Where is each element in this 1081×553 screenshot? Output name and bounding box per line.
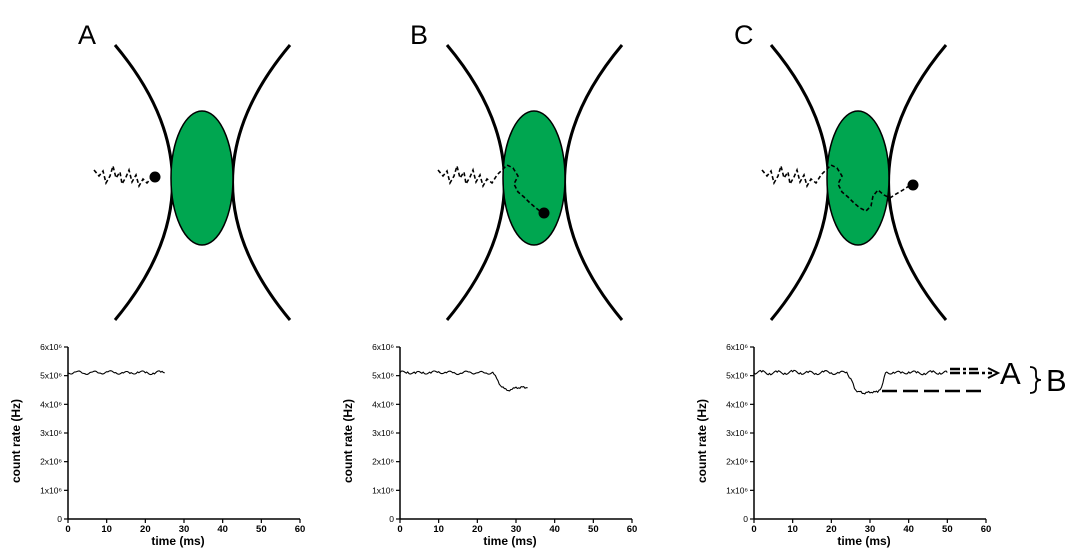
panel-b-y-axis-title: count rate (Hz)	[341, 399, 355, 483]
panel-a-y-tick-label: 1x10⁶	[40, 485, 62, 495]
panel-c-x-tick-label: 20	[826, 524, 837, 535]
panel-a-x-tick-label: 40	[217, 524, 228, 535]
panel-a-count-rate-chart: 0 10 20 30 40 50 60 0 1x10⁶ 2x10⁶ 3x10⁶ 4x10⁶ 5x10⁶ 6…	[9, 342, 305, 548]
panel-a-y-tick-label: 3x10⁶	[40, 428, 62, 438]
panel-b-diagram: B	[410, 20, 624, 321]
panel-a-molecule	[149, 171, 161, 183]
lower-level-label: B	[1046, 363, 1067, 398]
panel-a-y-tick-label: 6x10⁶	[40, 342, 62, 352]
panel-b-molecule	[538, 207, 550, 219]
panel-c-y-tick-label: 4x10⁶	[726, 399, 748, 409]
panel-a-beam-right	[231, 44, 292, 321]
panel-a-y-tick-label: 5x10⁶	[40, 371, 62, 381]
panel-b-y-tick-label: 4x10⁶	[372, 399, 394, 409]
panel-b-y-tick-label: 3x10⁶	[372, 428, 394, 438]
panel-a-x-tick-label: 20	[140, 524, 151, 535]
panel-a-y-tick-label: 4x10⁶	[40, 399, 62, 409]
panel-a-diffusion-trajectory	[93, 162, 153, 189]
count-level-annotation: A B	[882, 356, 1067, 398]
panel-a-label: A	[78, 20, 96, 50]
panel-a-x-tick-label: 0	[65, 524, 70, 535]
panel-c-diffusion-trajectory	[761, 162, 910, 212]
panel-b-x-tick-label: 40	[549, 524, 560, 535]
upper-level-arrow-head	[987, 367, 1001, 379]
panel-c-y-tick-label: 2x10⁶	[726, 457, 748, 467]
panel-a-y-tick-label: 2x10⁶	[40, 457, 62, 467]
panel-b-focal-volume	[502, 110, 566, 246]
panel-b-y-tick-label: 0	[389, 514, 394, 524]
panel-b-count-rate-trace	[399, 370, 528, 392]
panel-c-label: C	[734, 20, 754, 50]
panel-c-diagram: C	[734, 20, 948, 321]
panel-c-focal-volume	[826, 110, 890, 246]
panel-b-x-tick-label: 20	[472, 524, 483, 535]
panel-a-y-axis-title: count rate (Hz)	[9, 399, 23, 483]
panel-a-count-rate-trace	[67, 370, 165, 376]
panel-c-y-tick-label: 1x10⁶	[726, 485, 748, 495]
panel-c-y-tick-label: 0	[743, 514, 748, 524]
panel-c-x-tick-label: 10	[787, 524, 798, 535]
panel-c-count-rate-chart: 0 10 20 30 40 50 60 0 1x10⁶ 2x10⁶ 3x10⁶ 4x10⁶ 5x10⁶ 6…	[695, 342, 991, 548]
panel-a-diagram: A	[78, 20, 292, 321]
panel-a-x-tick-label: 10	[101, 524, 112, 535]
panel-c-molecule	[907, 179, 919, 191]
panel-a-x-axis-title: time (ms)	[151, 534, 204, 548]
panel-c-x-tick-label: 40	[903, 524, 914, 535]
panel-c-x-tick-label: 60	[981, 524, 992, 535]
panel-c-y-tick-label: 5x10⁶	[726, 371, 748, 381]
panel-c-count-rate-trace	[753, 369, 948, 395]
panel-b-x-tick-label: 0	[397, 524, 402, 535]
panel-b-x-tick-label: 10	[433, 524, 444, 535]
panel-c-x-tick-label: 30	[865, 524, 876, 535]
panel-c-x-tick-label: 50	[942, 524, 953, 535]
panel-b-x-axis-title: time (ms)	[483, 534, 536, 548]
panel-b-y-tick-label: 6x10⁶	[372, 342, 394, 352]
panel-b-x-tick-label: 60	[627, 524, 638, 535]
panel-b-label: B	[410, 20, 428, 50]
panel-c-x-tick-label: 0	[751, 524, 756, 535]
panel-a-focal-volume	[170, 110, 234, 246]
upper-level-label: A	[1000, 356, 1021, 391]
panel-b-x-tick-label: 50	[588, 524, 599, 535]
panel-c-y-tick-label: 3x10⁶	[726, 428, 748, 438]
panel-b-count-rate-chart: 0 10 20 30 40 50 60 0 1x10⁶ 2x10⁶ 3x10⁶ 4x10⁶ 5x10⁶ 6…	[341, 342, 637, 548]
panel-b-beam-right	[563, 44, 624, 321]
panel-b-y-tick-label: 2x10⁶	[372, 457, 394, 467]
panel-a-x-tick-label: 50	[256, 524, 267, 535]
panel-b-x-tick-label: 30	[511, 524, 522, 535]
panel-a-x-tick-label: 30	[179, 524, 190, 535]
difference-brace	[1029, 366, 1042, 394]
panel-b-y-tick-label: 1x10⁶	[372, 485, 394, 495]
panel-b-diffusion-trajectory	[437, 162, 542, 213]
panel-a-y-tick-label: 0	[57, 514, 62, 524]
panel-c-x-axis-title: time (ms)	[837, 534, 890, 548]
panel-c-y-axis-title: count rate (Hz)	[695, 399, 709, 483]
panel-a-x-tick-label: 60	[295, 524, 306, 535]
panel-c-y-tick-label: 6x10⁶	[726, 342, 748, 352]
panel-b-y-tick-label: 5x10⁶	[372, 371, 394, 381]
